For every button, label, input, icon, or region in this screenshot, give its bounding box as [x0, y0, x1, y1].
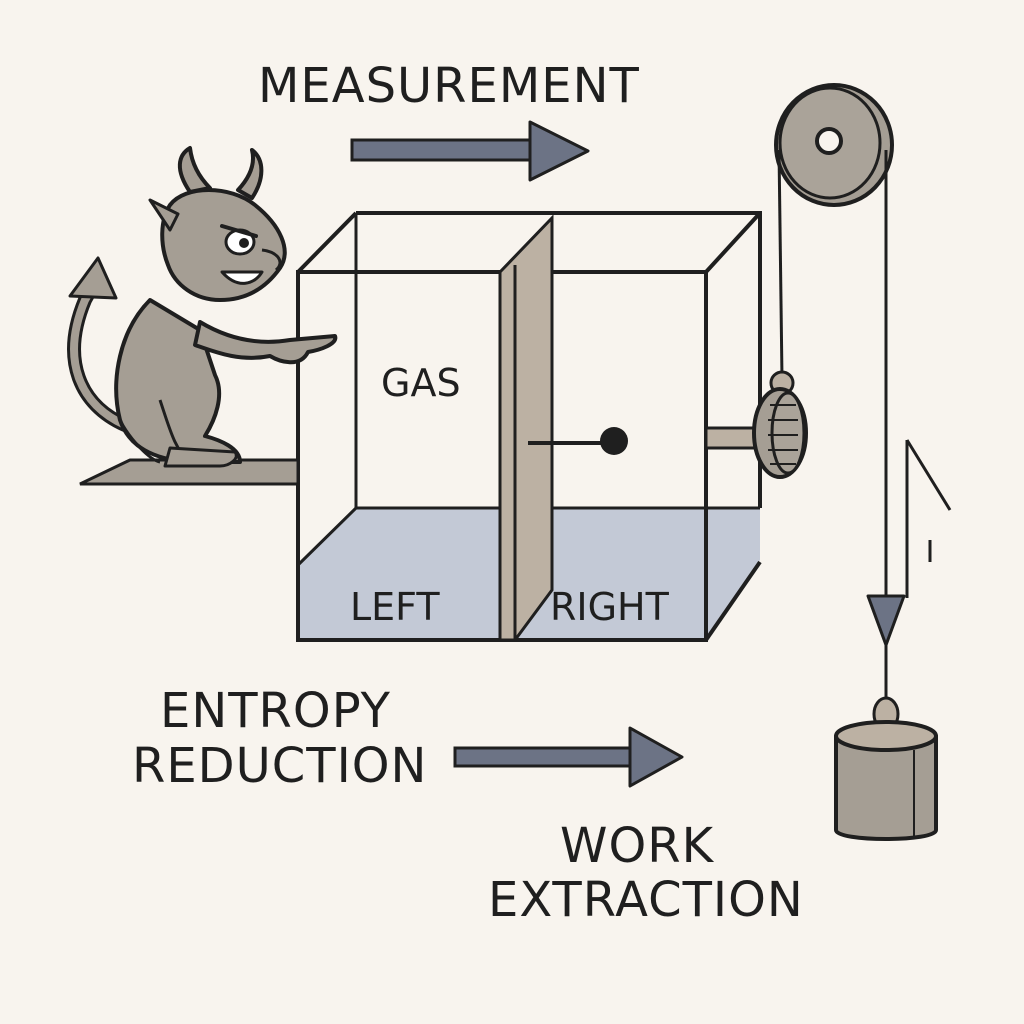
downward-arrow [866, 439, 952, 647]
measurement-label: MEASUREMENT [258, 58, 640, 114]
hanging-weight [834, 696, 938, 841]
entropy-work-arrow [453, 726, 684, 788]
particle-molecule [528, 427, 628, 455]
partition-wall [498, 214, 554, 642]
right-chamber-label: RIGHT [550, 585, 670, 629]
entropy-label-line1: ENTROPY [160, 683, 391, 739]
measurement-arrow [350, 120, 590, 182]
crank-knob [704, 370, 808, 479]
demon-figure [67, 146, 338, 486]
rope-left [777, 149, 784, 379]
work-label-line2: EXTRACTION [488, 872, 804, 928]
pulley [774, 83, 894, 207]
left-chamber-label: LEFT [350, 585, 440, 629]
gas-label: GAS [381, 361, 461, 405]
entropy-label-line2: REDUCTION [132, 738, 427, 794]
work-label-line1: WORK [560, 818, 715, 874]
